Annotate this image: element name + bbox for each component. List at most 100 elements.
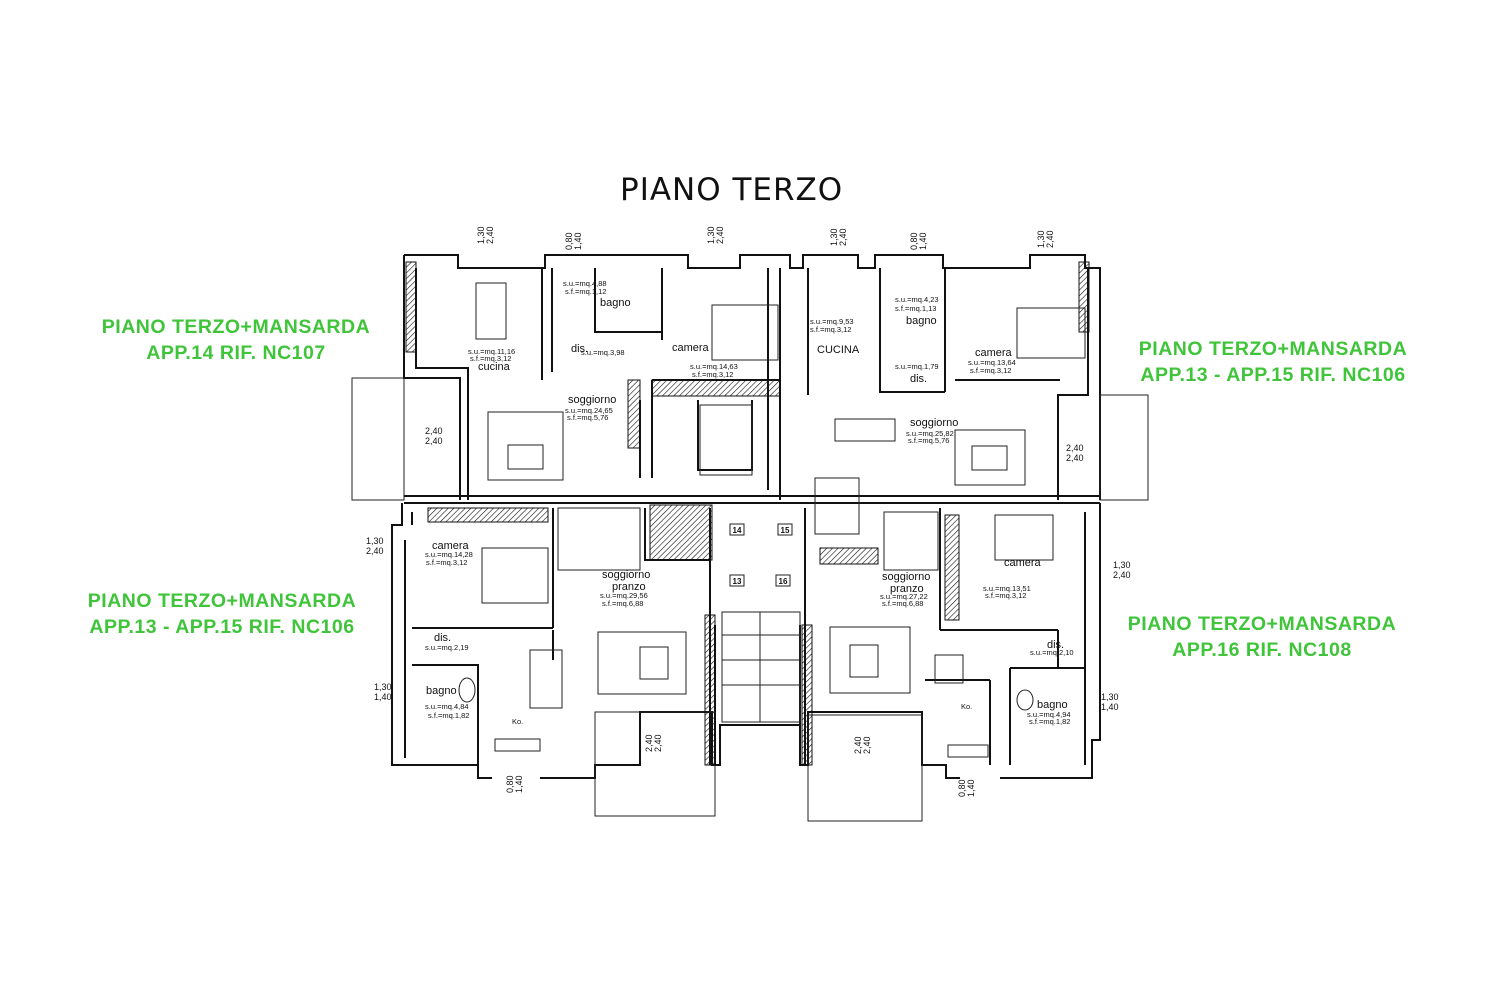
dim-label: 1,40 [918,232,928,250]
area-sf: s.f.=mq.3,12 [470,354,511,363]
area-sf: s.f.=mq.1,12 [565,287,606,296]
dim-label: 1,40 [573,232,583,250]
dim-label: 2,40 [862,736,872,754]
room-name: dis. [910,373,927,385]
rooms-bottom-right: camera s.u.=mq.13,51 s.f.=mq.3,12 dis. s… [880,557,1074,726]
dim-label: 2,40 [653,734,663,752]
room-name: soggiorno [882,571,930,583]
area-sf: s.f.=mq.1,13 [895,304,936,313]
dim-label: 2,40 [1066,443,1084,453]
furniture [458,282,1086,758]
label-line: PIANO TERZO+MANSARDA [102,316,370,338]
dim-label: 2,40 [425,436,443,446]
label-line: APP.16 RIF. NC108 [1172,639,1351,661]
dim-label: 2,40 [425,426,443,436]
area-sf: s.f.=mq.3,12 [970,366,1011,375]
area-su: s.u.=mq.29,56 [600,591,648,600]
room-name: dis. [1047,639,1064,651]
dim-label: 1,30 [829,228,839,246]
dim-label: 2,40 [644,734,654,752]
dim-label: 1,30 [1036,230,1046,248]
label-line: APP.13 - APP.15 RIF. NC106 [1140,364,1405,386]
area-su: s.u.=mq.3,98 [581,348,625,357]
rooms-bottom-left: camera s.u.=mq.14,28 s.f.=mq.3,12 dis. s… [425,540,650,726]
area-su: s.u.=mq.11,16 [468,347,515,356]
room-name: bagno [426,685,457,697]
room-name: camera [975,347,1013,359]
label-top-left: PIANO TERZO+MANSARDA APP.14 RIF. NC107 [102,316,370,364]
dim-label: 1,40 [1101,702,1119,712]
room-name: dis. [434,632,451,644]
label-line: PIANO TERZO+MANSARDA [88,590,356,612]
dim-label: 1,40 [514,775,524,793]
dim-label: 2,40 [715,226,725,244]
dim-label: 1,30 [476,226,486,244]
dim-label: 0,80 [505,775,515,793]
door-number: 16 [779,577,788,586]
area-sf: s.f.=mq.3,12 [810,325,851,334]
dim-label: 0,80 [909,232,919,250]
label-line: PIANO TERZO+MANSARDA [1128,613,1396,635]
label-line: PIANO TERZO+MANSARDA [1139,338,1407,360]
room-name: dis. [571,343,588,355]
door-number: 14 [733,526,742,535]
area-su: s.u.=mq.1,79 [895,362,939,371]
dim-label: 2,40 [1045,230,1055,248]
dim-label: 0,80 [564,232,574,250]
dim-label: 2,40 [1113,570,1131,580]
dim-label: 2,40 [838,228,848,246]
label-top-right: PIANO TERZO+MANSARDA APP.13 - APP.15 RIF… [1139,338,1407,386]
dim-label: 2,40 [1066,453,1084,463]
area-su: s.u.=mq.14,63 [690,362,738,371]
area-su: s.u.=mq.2,19 [425,643,469,652]
room-name: bagno [600,297,631,309]
room-name: bagno [906,315,937,327]
area-sf: s.f.=mq.1,82 [1029,717,1070,726]
room-name: pranzo [890,583,924,595]
area-su: s.u.=mq.4,23 [895,295,939,304]
area-sf: s.f.=mq.1,82 [428,711,469,720]
area-su: s.u.=mq.24,65 [565,406,613,415]
area-su: s.u.=mq.4,84 [425,702,469,711]
rooms-top-right: s.u.=mq.9,53 s.f.=mq.3,12 CUCINA s.u.=mq… [810,295,1016,445]
area-su: s.u.=mq.2,10 [1030,648,1074,657]
area-su: s.u.=mq.14,28 [425,550,473,559]
area-su: s.u.=mq.25,82 [906,429,954,438]
area-sf: s.f.=mq.3,12 [692,370,733,379]
kitchenette-label: Ko. [512,717,523,726]
dim-label: 1,40 [374,692,392,702]
room-name: soggiorno [602,569,650,581]
dim-label: 1,40 [966,779,976,797]
area-su: s.u.=mq.13,51 [983,584,1031,593]
dim-label: 1,30 [1113,560,1131,570]
dim-label: 1,30 [706,226,716,244]
dim-label: 2,40 [366,546,384,556]
walls [351,254,1149,822]
room-name: bagno [1037,699,1068,711]
area-su: s.u.=mq.4,94 [1027,710,1071,719]
area-su: s.u.=mq.9,53 [810,317,854,326]
room-name: camera [432,540,470,552]
kitchenette-label: Ko. [961,702,972,711]
plan-title: PIANO TERZO [620,172,843,208]
dim-label: 0,80 [957,779,967,797]
dim-label: 1,30 [1101,692,1119,702]
door-number: 13 [733,577,742,586]
dim-label: 2,40 [485,226,495,244]
room-name: CUCINA [817,344,860,356]
label-bottom-left: PIANO TERZO+MANSARDA APP.13 - APP.15 RIF… [88,590,356,638]
room-name: cucina [478,361,511,373]
dim-label: 1,30 [374,682,392,692]
stair-core: 14 15 13 16 [729,523,793,587]
room-name: soggiorno [568,394,616,406]
room-name: pranzo [612,581,646,593]
room-name: camera [672,342,710,354]
area-sf: s.f.=mq.6,88 [882,599,923,608]
area-su: s.u.=mq.4,88 [563,279,607,288]
label-bottom-right: PIANO TERZO+MANSARDA APP.16 RIF. NC108 [1128,613,1396,661]
rooms-top-left: s.u.=mq.11,16 s.f.=mq.3,12 cucina s.u.=m… [468,279,738,422]
area-sf: s.f.=mq.6,88 [602,599,643,608]
dim-label: 2,40 [853,736,863,754]
label-line: APP.14 RIF. NC107 [146,342,325,364]
room-name: camera [1004,557,1042,569]
